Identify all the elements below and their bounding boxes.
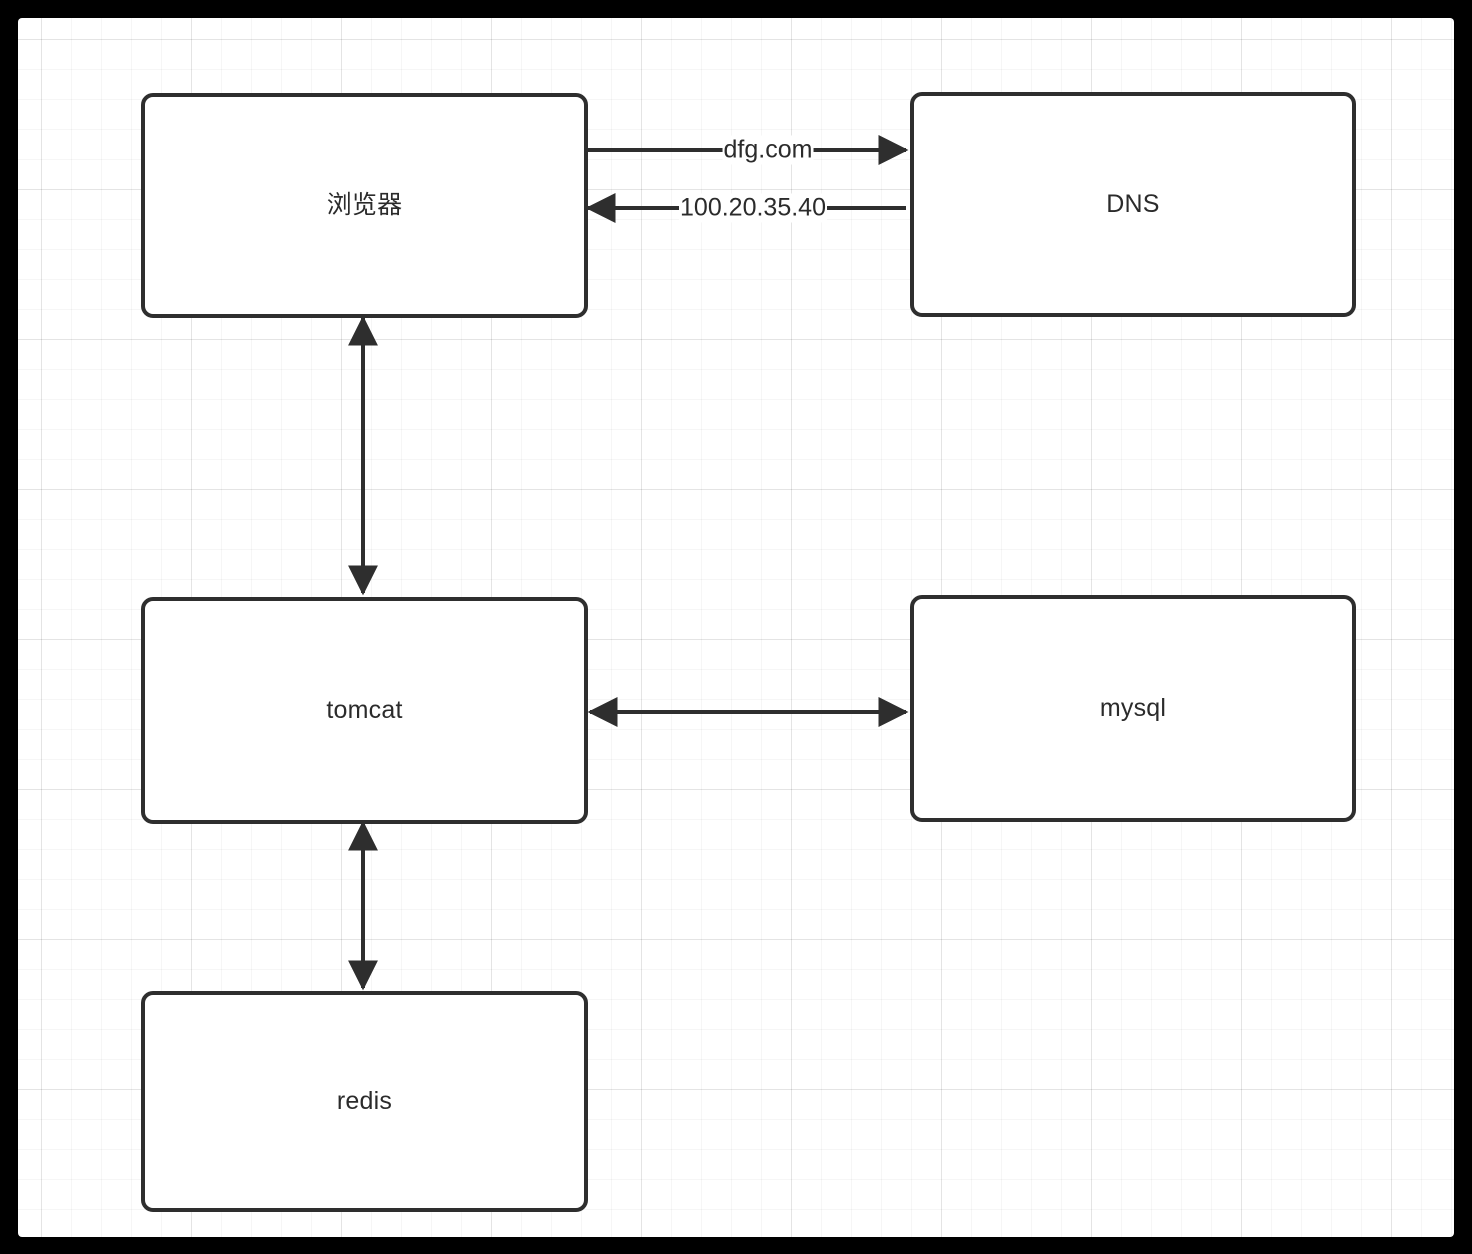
edge-label-ip-address: 100.20.35.40 <box>679 193 827 223</box>
node-browser-label: 浏览器 <box>326 191 403 219</box>
node-tomcat[interactable]: tomcat <box>141 597 588 824</box>
node-mysql[interactable]: mysql <box>910 595 1356 822</box>
node-mysql-label: mysql <box>1099 694 1167 722</box>
node-tomcat-label: tomcat <box>326 696 403 724</box>
node-browser[interactable]: 浏览器 <box>141 93 588 318</box>
node-redis[interactable]: redis <box>141 991 588 1212</box>
diagram-canvas[interactable]: dfg.com 100.20.35.40 浏览器 DNS tomcat mysq… <box>18 18 1454 1237</box>
node-dns[interactable]: DNS <box>910 92 1356 317</box>
node-redis-label: redis <box>336 1087 393 1115</box>
edge-label-dfg-com: dfg.com <box>722 135 814 165</box>
node-dns-label: DNS <box>1106 190 1160 218</box>
